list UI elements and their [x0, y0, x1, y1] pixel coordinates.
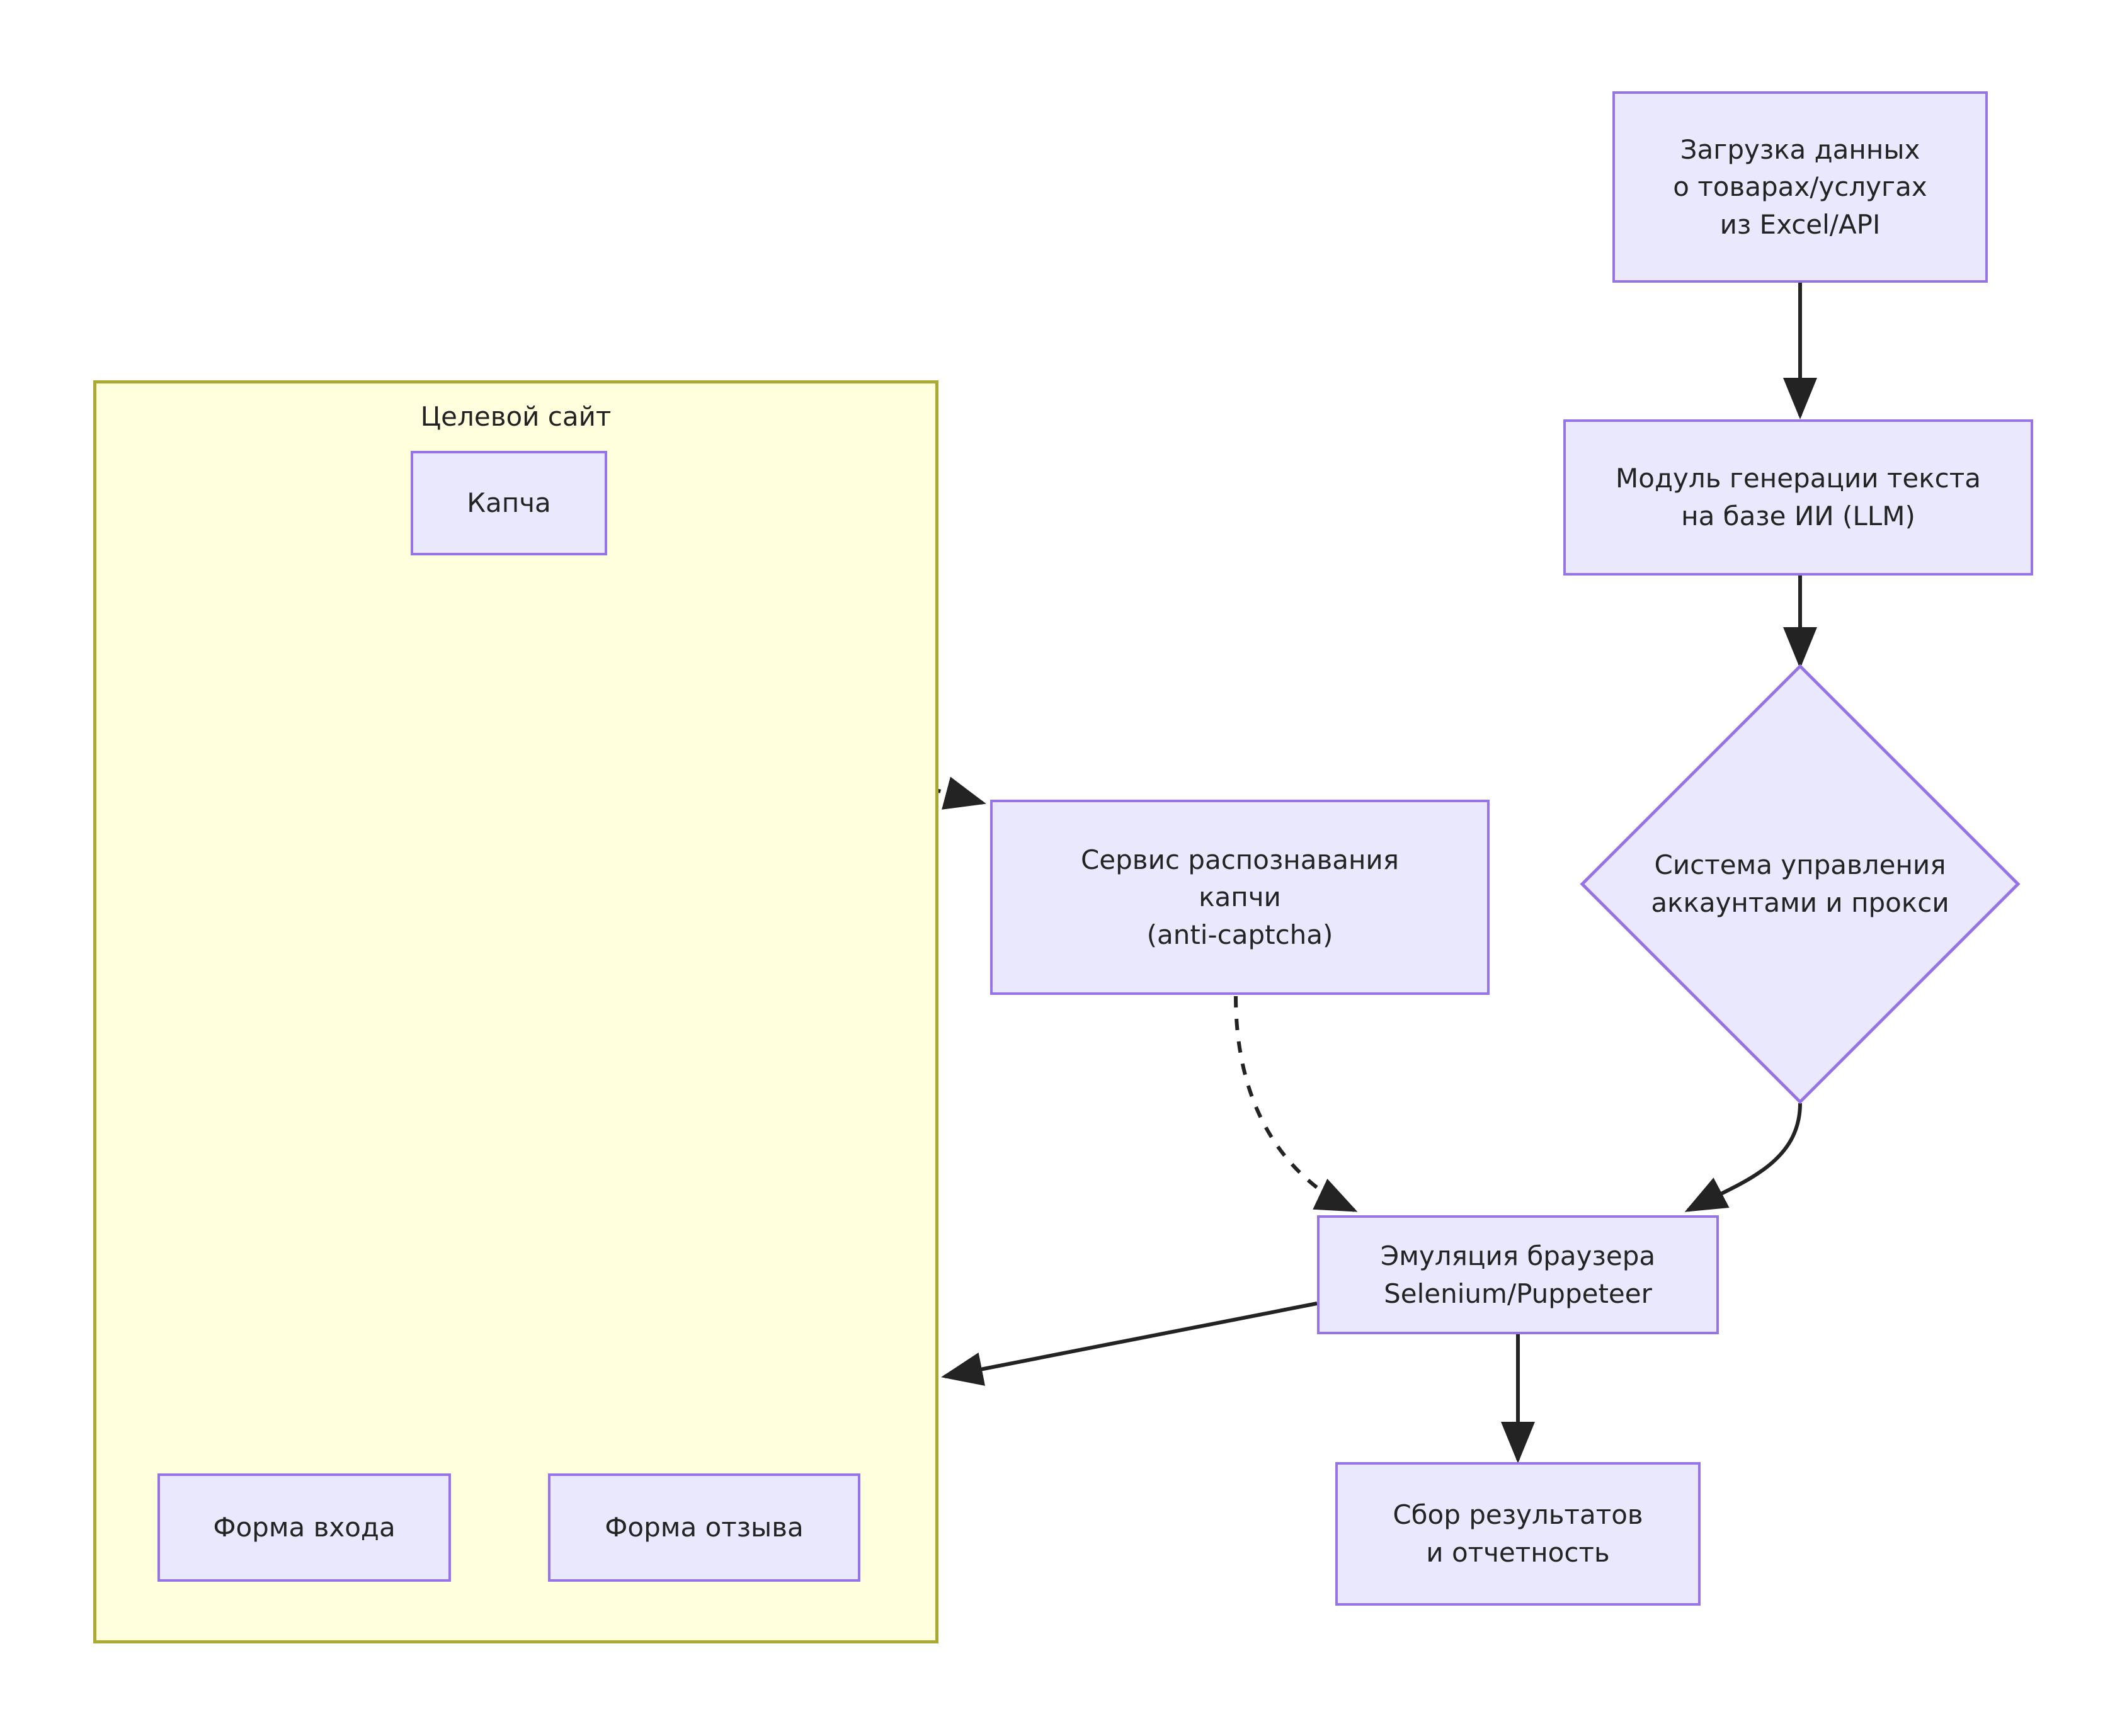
node-captcha[interactable]: Капча [411, 451, 607, 555]
diamond-shape [1580, 664, 2021, 1104]
node-accounts-proxy[interactable]: Система управления аккаунтами и прокси [1580, 664, 2021, 1104]
target-site-container: Целевой сайт [93, 380, 938, 1643]
edge-anticaptcha-to-browser [1234, 996, 1358, 1212]
node-review-form[interactable]: Форма отзыва [548, 1473, 860, 1582]
edge-accounts-to-browser [1684, 1103, 1802, 1212]
target-site-title: Целевой сайт [420, 401, 612, 432]
node-llm-module[interactable]: Модуль генерации текста на базе ИИ (LLM) [1563, 419, 2033, 576]
node-data-load[interactable]: Загрузка данных о товарах/услугах из Exc… [1612, 91, 1988, 283]
node-browser-emulation[interactable]: Эмуляция браузера Selenium/Puppeteer [1317, 1215, 1719, 1334]
node-anticaptcha-service[interactable]: Сервис распознавания капчи (anti-captcha… [990, 800, 1490, 995]
node-login-form[interactable]: Форма входа [157, 1473, 451, 1582]
node-accounts-proxy-label: Система управления аккаунтами и прокси [1651, 849, 1949, 918]
node-results-collection[interactable]: Сбор результатов и отчетность [1335, 1462, 1701, 1606]
edge-browser-to-site [941, 1302, 1318, 1386]
